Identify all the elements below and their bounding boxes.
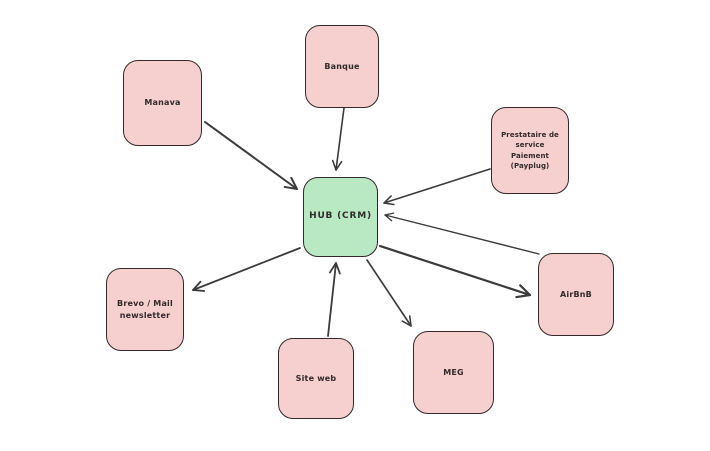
edge-banque-to-hub <box>331 107 345 171</box>
node-meg-label: MEG <box>443 367 464 377</box>
node-payment-provider-payplug: Prestataire de service Paiement (Payplug… <box>491 107 569 194</box>
node-manava: Manava <box>123 60 202 146</box>
edge-manava-to-hub <box>204 121 298 190</box>
edge-hub-to-brevo <box>192 247 301 292</box>
node-banque: Banque <box>305 25 379 108</box>
node-brevo-mail-newsletter: Brevo / Mail newsletter <box>106 268 184 351</box>
edge-airbnb-to-hub <box>384 212 540 255</box>
node-meg: MEG <box>413 331 494 414</box>
node-hub-crm-label: HUB (CRM) <box>309 211 372 222</box>
node-manava-label: Manava <box>144 98 181 107</box>
node-hub-crm: HUB (CRM) <box>303 177 378 257</box>
edge-hub-to-meg <box>366 259 412 327</box>
node-airbnb-label: AirBnB <box>560 289 592 299</box>
node-site-web-label: Site web <box>295 373 337 383</box>
edge-payplug-to-hub <box>383 168 491 206</box>
node-banque-label: Banque <box>324 61 360 71</box>
node-site-web: Site web <box>278 338 354 419</box>
node-airbnb: AirBnB <box>538 253 614 336</box>
edge-hub-to-airbnb <box>378 244 532 299</box>
node-payment-provider-payplug-label: Prestataire de service Paiement (Payplug… <box>501 130 559 171</box>
edge-siteweb-to-hub <box>327 262 341 337</box>
node-brevo-mail-newsletter-label: Brevo / Mail newsletter <box>117 298 173 320</box>
